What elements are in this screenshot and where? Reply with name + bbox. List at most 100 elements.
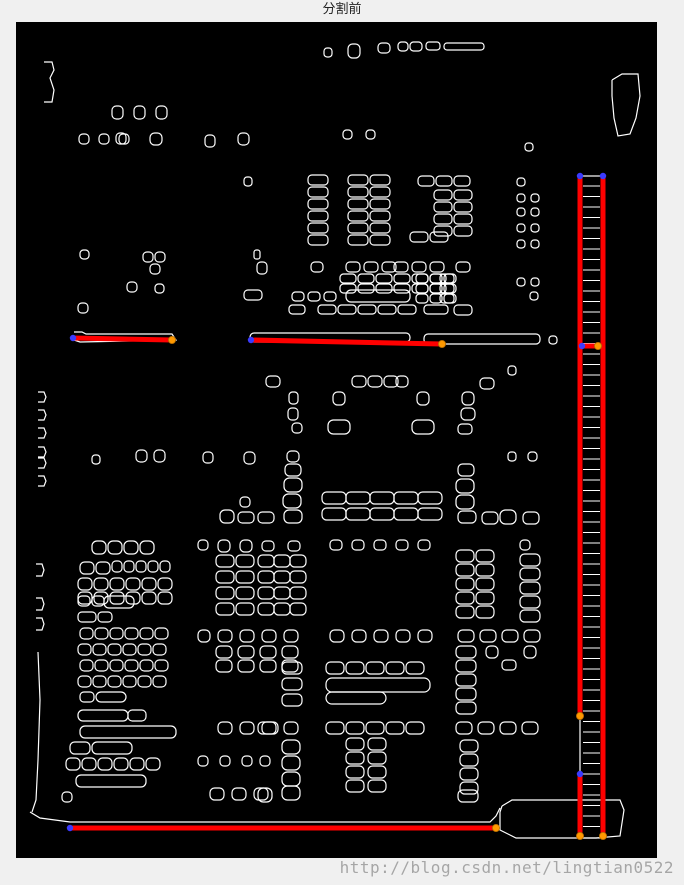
pad-outline <box>79 659 94 672</box>
pad-outline <box>77 302 89 314</box>
pad-outline <box>429 293 443 304</box>
pad-outline <box>235 570 255 584</box>
pad-outline <box>417 629 433 643</box>
connector-notch <box>38 446 47 458</box>
pad-outline <box>145 757 161 771</box>
pad-outline <box>152 675 167 688</box>
pad-outline <box>329 539 343 551</box>
pad-outline <box>435 175 453 187</box>
pad-outline <box>367 751 387 765</box>
pad-outline <box>530 207 540 217</box>
pad-outline <box>95 691 127 703</box>
pad-outline <box>127 709 147 722</box>
pad-outline <box>69 741 91 755</box>
pad-outline <box>367 779 387 793</box>
pad-outline <box>507 451 517 462</box>
pad-outline <box>411 273 429 284</box>
pad-outline <box>243 289 263 301</box>
pad-outline <box>257 511 275 524</box>
pad-outline <box>475 591 495 605</box>
pad-outline <box>439 293 455 304</box>
pad-outline <box>257 554 275 568</box>
pad-outline <box>375 273 393 284</box>
pad-outline <box>325 721 345 735</box>
pad-outline <box>253 787 269 801</box>
pad-outline <box>393 283 411 294</box>
pad-outline <box>459 753 479 767</box>
pad-outline <box>429 231 449 243</box>
board-edge-outline <box>31 651 41 813</box>
pad-outline <box>239 721 255 735</box>
pad-outline <box>77 577 93 591</box>
pad-outline <box>219 755 231 767</box>
pad-outline <box>347 174 369 186</box>
pad-outline <box>257 721 279 735</box>
pad-outline <box>523 629 541 643</box>
pad-outline <box>142 251 154 263</box>
pad-outline <box>475 577 495 591</box>
pad-outline <box>149 132 163 146</box>
pad-outline <box>429 283 443 294</box>
pad-outline <box>377 304 397 315</box>
pad-outline <box>369 234 391 246</box>
pad-outline <box>154 627 169 640</box>
pad-outline <box>457 629 475 643</box>
pad-outline <box>97 611 113 623</box>
pad-outline <box>345 765 365 779</box>
pad-outline <box>425 41 441 51</box>
pad-outline <box>369 210 391 222</box>
pad-outline <box>459 739 479 753</box>
pad-outline <box>455 605 475 619</box>
pad-outline <box>79 561 95 575</box>
pad-outline <box>288 391 299 405</box>
pad-outline <box>415 293 429 304</box>
pad-outline <box>307 234 329 246</box>
pad-outline <box>395 629 411 643</box>
pad-outline <box>529 291 539 301</box>
pad-outline <box>337 304 357 315</box>
pad-outline <box>415 283 429 294</box>
pad-outline <box>325 677 431 693</box>
pad-outline <box>516 239 526 249</box>
pad-outline <box>395 375 409 388</box>
pad-outline <box>522 511 540 525</box>
pad-outline <box>123 560 135 573</box>
pad-outline <box>107 540 123 555</box>
pad-outline <box>530 277 540 287</box>
pad-outline <box>129 757 145 771</box>
pad-outline <box>283 509 303 524</box>
pad-outline <box>291 291 305 302</box>
pad-outline <box>417 491 443 505</box>
board-edge-outline <box>29 807 501 823</box>
segment-end-point <box>437 339 446 348</box>
pad-outline <box>259 755 271 767</box>
pad-outline <box>204 134 216 148</box>
pad-outline <box>283 629 299 643</box>
pad-outline <box>455 659 477 673</box>
pad-outline <box>516 223 526 233</box>
pad-outline <box>288 304 306 315</box>
pad-outline <box>149 263 161 275</box>
pad-outline <box>241 755 253 767</box>
connector-notch <box>38 475 47 487</box>
pad-outline <box>342 129 353 140</box>
pad-outline <box>93 577 109 591</box>
pad-outline <box>141 591 157 605</box>
pad-outline <box>281 661 303 675</box>
pad-outline <box>475 563 495 577</box>
pad-outline <box>261 540 275 552</box>
pad-outline <box>393 261 409 273</box>
pad-outline <box>239 539 253 553</box>
pad-outline <box>157 577 173 591</box>
pad-outline <box>369 174 391 186</box>
pad-outline <box>237 132 250 146</box>
pad-outline <box>289 602 307 616</box>
pad-outline <box>455 645 477 659</box>
pad-outline <box>310 261 324 273</box>
pad-outline <box>157 591 173 605</box>
pad-outline <box>118 133 130 145</box>
pad-outline <box>139 659 154 672</box>
pad-outline <box>423 333 541 345</box>
pad-outline <box>369 198 391 210</box>
pad-outline <box>111 105 124 120</box>
